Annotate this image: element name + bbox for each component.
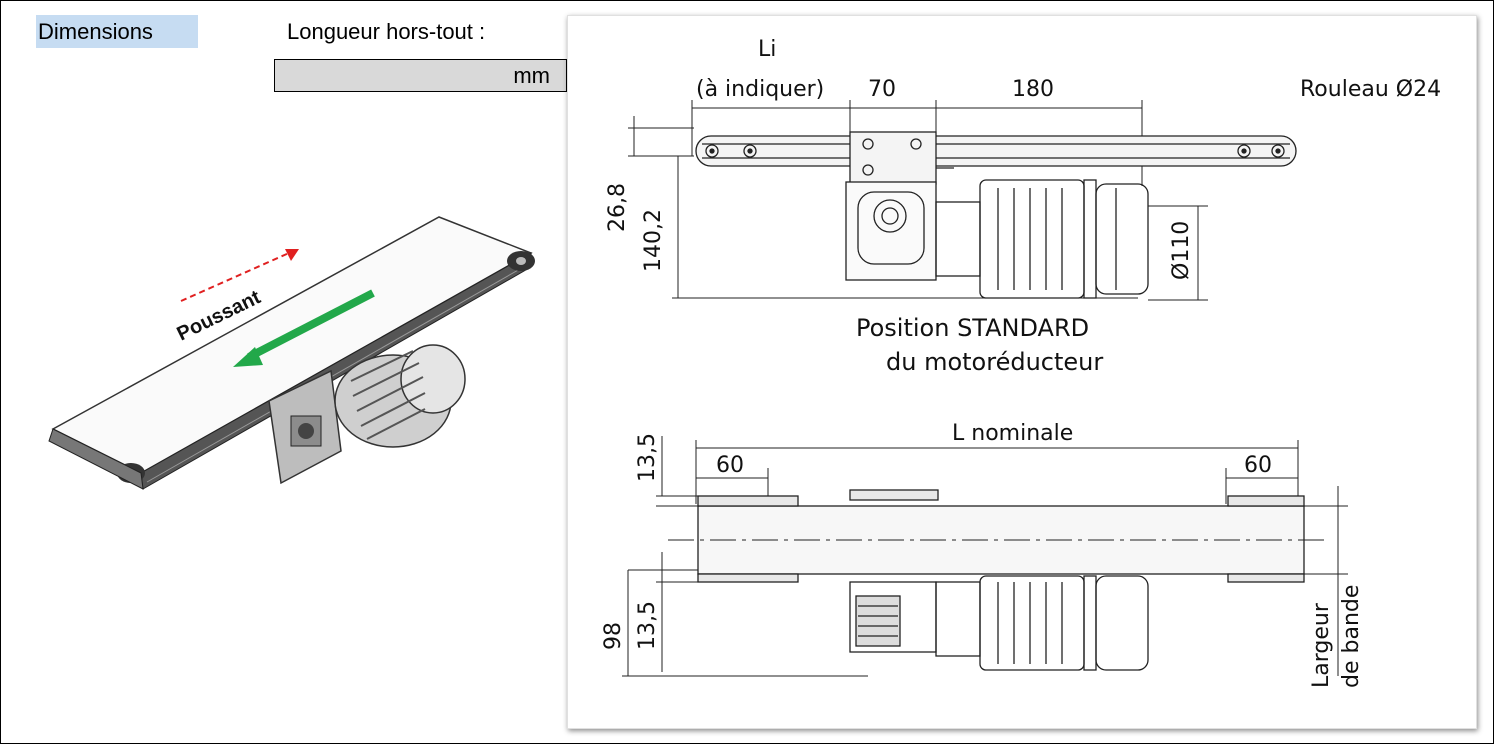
section-label-dimensions: Dimensions	[36, 15, 198, 48]
label-li: Li	[758, 37, 776, 62]
label-largeur: Largeur	[1309, 602, 1334, 688]
caption-line1: Position STANDARD	[856, 314, 1089, 342]
rail-top	[695, 135, 1297, 167]
label-l-nominale: L nominale	[952, 421, 1073, 446]
label-rouleau: Rouleau Ø24	[1300, 77, 1441, 102]
motor-top	[935, 201, 981, 277]
label-de-bande: de bande	[1339, 585, 1364, 688]
bracket-plate	[849, 131, 937, 185]
belt-plan	[697, 505, 1305, 575]
dim-140-2: 140,2	[641, 209, 666, 272]
dim-70: 70	[868, 77, 896, 102]
arrow-solid	[247, 289, 375, 361]
motor-icon	[334, 344, 466, 448]
length-label: Longueur hors-tout :	[287, 19, 486, 44]
dim-110: Ø110	[1169, 221, 1194, 280]
conveyor-illustration: Poussant	[48, 216, 535, 490]
length-input[interactable]: mm	[274, 59, 567, 92]
dim-13-5-bottom: 13,5	[635, 601, 660, 650]
dim-98: 98	[601, 622, 626, 650]
dim-180: 180	[1012, 77, 1054, 102]
dim-26-8: 26,8	[605, 183, 630, 232]
caption-line2: du motoréducteur	[886, 348, 1103, 376]
dim-13-5-top: 13,5	[635, 433, 660, 482]
gearbox-top	[845, 181, 937, 281]
drawing-svg: Li (à indiquer) 70 180 Rouleau Ø24 26,8 …	[601, 37, 1441, 688]
dim-60-left: 60	[716, 453, 744, 478]
motor-plan	[935, 581, 981, 657]
dim-60-right: 60	[1244, 453, 1272, 478]
arrow-dashed	[180, 252, 290, 302]
length-unit: mm	[513, 63, 550, 88]
technical-drawing: Li (à indiquer) 70 180 Rouleau Ø24 26,8 …	[567, 15, 1477, 729]
label-a-indiquer: (à indiquer)	[696, 77, 824, 102]
